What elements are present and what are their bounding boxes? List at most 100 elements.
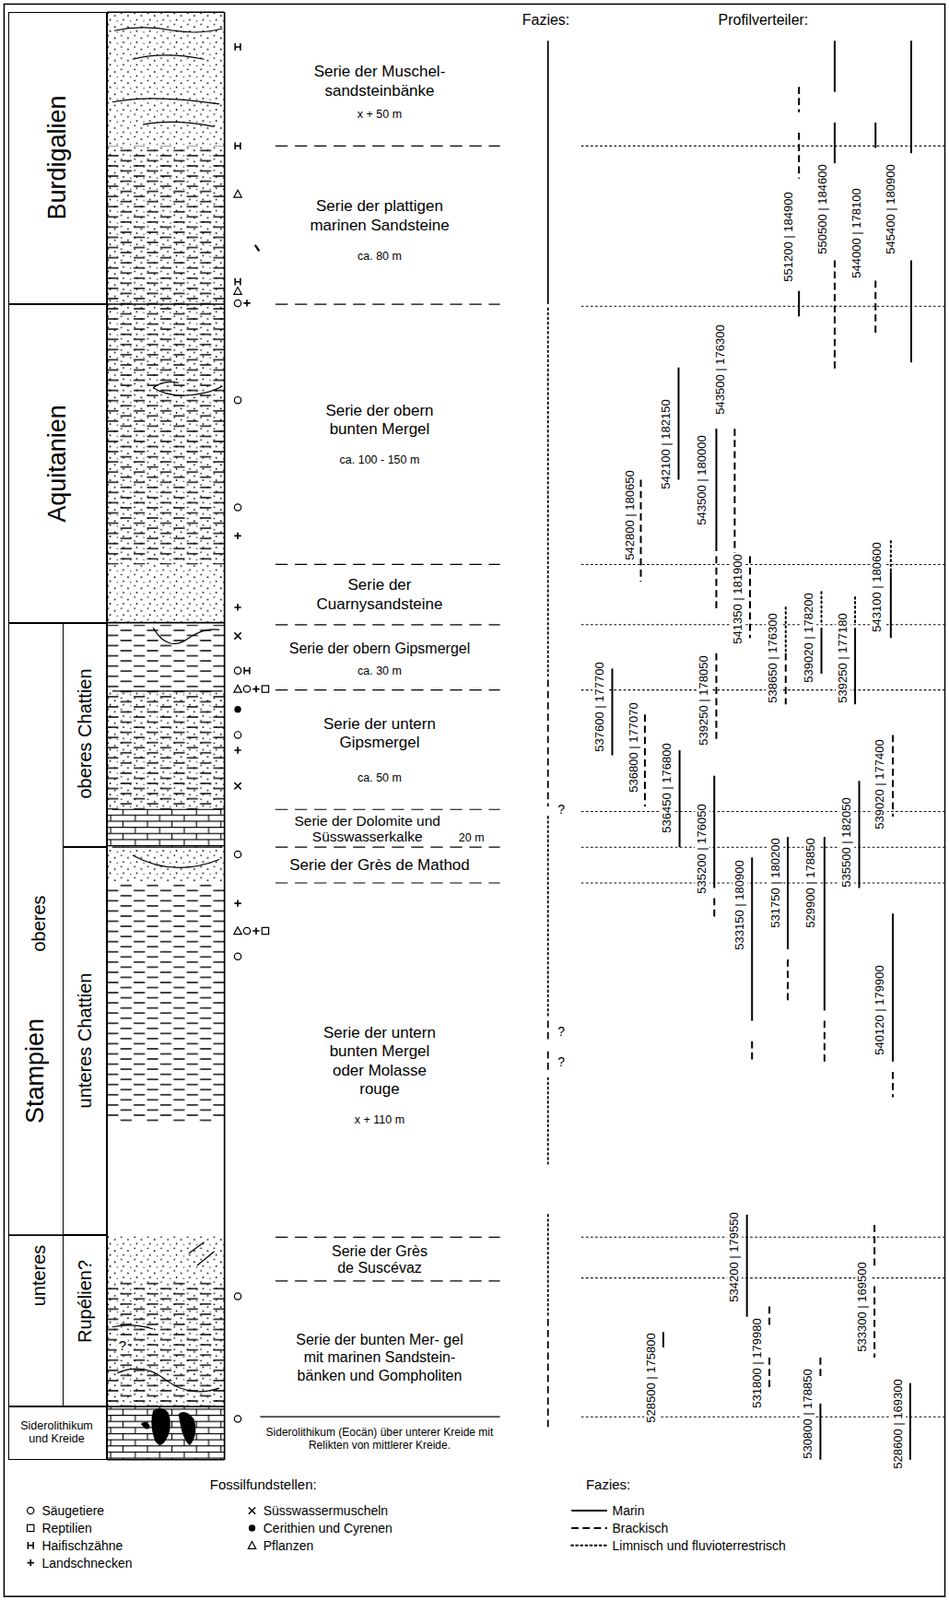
stage-name: Stampien xyxy=(20,1018,50,1124)
profile-bar xyxy=(797,291,800,317)
label-text: Serie der untern bunten Mergel oder Mola… xyxy=(315,1023,445,1100)
mammal-symbol xyxy=(234,667,241,674)
facies-line xyxy=(547,1020,550,1042)
profile-level xyxy=(581,1277,944,1278)
column-line xyxy=(106,1458,224,1461)
profile-bar xyxy=(750,856,753,1020)
mammal-symbol xyxy=(234,396,241,403)
profile-bar xyxy=(874,122,877,149)
coordinate-label: 528600 | 169300 xyxy=(890,1376,906,1470)
profile-bar xyxy=(784,607,787,654)
profile-level xyxy=(581,623,944,625)
label-text: Fazies: xyxy=(522,11,571,30)
profile-bar xyxy=(891,734,894,817)
series-boundary xyxy=(275,303,501,305)
legend-text: Marin xyxy=(612,1502,645,1519)
facies-line xyxy=(547,307,550,676)
profile-bar xyxy=(910,259,913,363)
coordinate-label: 541350 | 181900 xyxy=(730,551,746,645)
lithology-fill xyxy=(106,145,224,305)
lithology-fill xyxy=(106,808,224,847)
stage-box: Burdigalien xyxy=(8,11,107,305)
lithology-fill xyxy=(106,304,224,564)
bed-line xyxy=(152,386,223,397)
plant-symbol xyxy=(234,684,242,692)
legend-text: Landschnecken xyxy=(41,1554,132,1570)
mammal-symbol xyxy=(234,1415,241,1422)
column-line xyxy=(106,303,224,305)
land-snail-symbol xyxy=(243,299,250,306)
legend-text: Cerithien und Cyrenen xyxy=(263,1520,393,1536)
profile-bar xyxy=(644,714,646,807)
lithology-fill xyxy=(106,690,224,810)
plant-symbol xyxy=(234,926,242,935)
bed-line xyxy=(112,846,223,848)
profile-bar xyxy=(910,40,913,153)
stage-box: unteres Chattien xyxy=(62,846,107,1235)
profile-bar xyxy=(768,1306,771,1327)
bed-line xyxy=(152,381,179,387)
label-text: 20 m xyxy=(458,831,485,845)
facies-line xyxy=(547,679,550,807)
label-text: ca. 80 m xyxy=(357,248,402,263)
coordinate-label: 528500 | 175800 xyxy=(644,1330,659,1424)
coordinate-label: 530800 | 178850 xyxy=(800,1366,816,1460)
coordinate-label: 542100 | 182150 xyxy=(658,397,674,491)
mammal-symbol xyxy=(234,503,241,511)
stage-name: unteres Chattien xyxy=(73,972,96,1108)
profile-bar xyxy=(873,1285,876,1358)
land-snail-symbol xyxy=(27,1558,35,1566)
facies-sample xyxy=(571,1526,608,1529)
coordinate-label: 543500 | 180000 xyxy=(694,433,710,527)
series-boundary xyxy=(275,881,501,883)
profile-bar xyxy=(891,913,894,1062)
profile-bar xyxy=(890,571,892,638)
stage-name: unteres xyxy=(27,1244,50,1307)
facies-line xyxy=(547,1318,550,1430)
facies-line xyxy=(547,1077,550,1164)
coordinate-label: 531800 | 179980 xyxy=(749,1315,765,1409)
stage-box: Siderolithikum und Kreide xyxy=(8,1405,107,1460)
label-text: Serie der Cuarnysandsteine xyxy=(298,575,460,614)
coordinate-label: 543100 | 180600 xyxy=(870,539,886,633)
profile-bar xyxy=(854,597,856,623)
lithology-fill xyxy=(106,563,224,624)
profile-bar xyxy=(909,1382,912,1460)
profile-bar xyxy=(746,1214,749,1317)
facies-line xyxy=(547,816,550,1016)
mammal-symbol xyxy=(27,1506,35,1513)
profile-bar xyxy=(611,667,614,755)
legend-text: Limnisch und fluvioterrestrisch xyxy=(612,1536,786,1553)
column-line xyxy=(106,11,224,13)
land-snail-symbol xyxy=(234,899,241,906)
profile-level xyxy=(581,810,944,812)
coordinate-label: 536800 | 177070 xyxy=(626,700,642,794)
profile-level xyxy=(581,1416,944,1418)
stage-box: Rupélien? xyxy=(62,1234,107,1406)
coordinate-label: 538650 | 176300 xyxy=(766,611,782,705)
profile-bar xyxy=(833,122,836,164)
profile-level xyxy=(581,145,944,147)
bed-line xyxy=(117,1368,220,1392)
land-snail-symbol xyxy=(252,926,259,934)
lithology-fill xyxy=(106,1280,224,1406)
label-text: ? xyxy=(557,801,565,818)
bed-line xyxy=(152,627,220,644)
plant-symbol xyxy=(234,286,242,294)
label-text: Serie der plattigen marinen Sandsteine xyxy=(298,197,460,235)
lithology-fill xyxy=(106,1405,224,1460)
profile-bar xyxy=(768,1357,771,1388)
profile-level xyxy=(581,563,944,565)
coordinate-label: 535500 | 182050 xyxy=(839,795,855,889)
profile-bar xyxy=(823,1020,826,1062)
coordinate-label: 543500 | 176300 xyxy=(713,322,728,416)
lithology-fill xyxy=(106,304,224,564)
legend-text: Brackisch xyxy=(612,1520,669,1536)
label-text: Fazies: xyxy=(585,1476,631,1493)
coordinate-label: 539250 | 177180 xyxy=(835,611,851,705)
frame xyxy=(3,3,945,1596)
legend-text: Säugetiere xyxy=(41,1502,105,1519)
coordinate-label: 542800 | 180650 xyxy=(623,468,639,563)
artwork-group xyxy=(3,3,945,1596)
